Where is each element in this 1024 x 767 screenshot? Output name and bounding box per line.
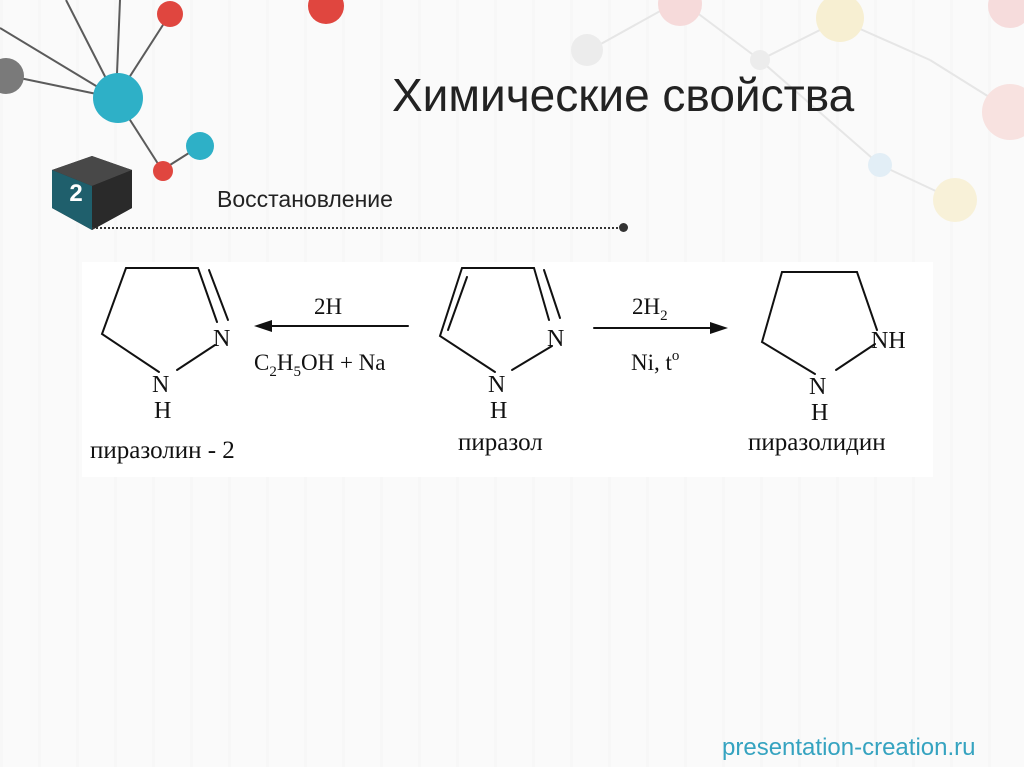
atom-n: N [152,372,169,398]
pyrazoline-label: пиразолин - 2 [90,437,235,464]
dotted-divider [92,227,622,229]
atom-n: N [809,374,826,400]
pyrazoline-ring [100,267,218,373]
pyrazole-ring [438,267,550,373]
atom-h: H [490,398,507,424]
atom-n: N [213,326,230,352]
pyrazolidine-label: пиразолидин [748,429,886,456]
left-arrow-conditions: C2H5OH + Na [254,350,385,380]
atom-h: H [811,400,828,426]
left-arrow-reagent: 2H [314,294,342,319]
right-arrow-conditions: Ni, to [631,348,679,375]
pyrazolidine-ring [760,271,878,375]
reaction-scheme: N N H пиразолин - 2 2H C2H5OH + Na N N H… [82,262,933,477]
footer-watermark[interactable]: presentation-creation.ru [722,734,976,761]
slide-title: Химические свойства [392,69,855,121]
cube-badge-icon [52,156,132,230]
divider-end-dot [619,223,628,232]
left-arrow-head [254,320,272,332]
atom-n: N [488,372,505,398]
atom-h: H [154,398,171,424]
section-subtitle: Восстановление [217,186,393,212]
pyrazole-label: пиразол [458,429,543,456]
atom-nh: NH [871,328,906,354]
right-arrow-reagent: 2H2 [632,294,668,324]
badge-number: 2 [69,180,83,207]
right-arrow-head [710,322,728,334]
atom-n: N [547,326,564,352]
